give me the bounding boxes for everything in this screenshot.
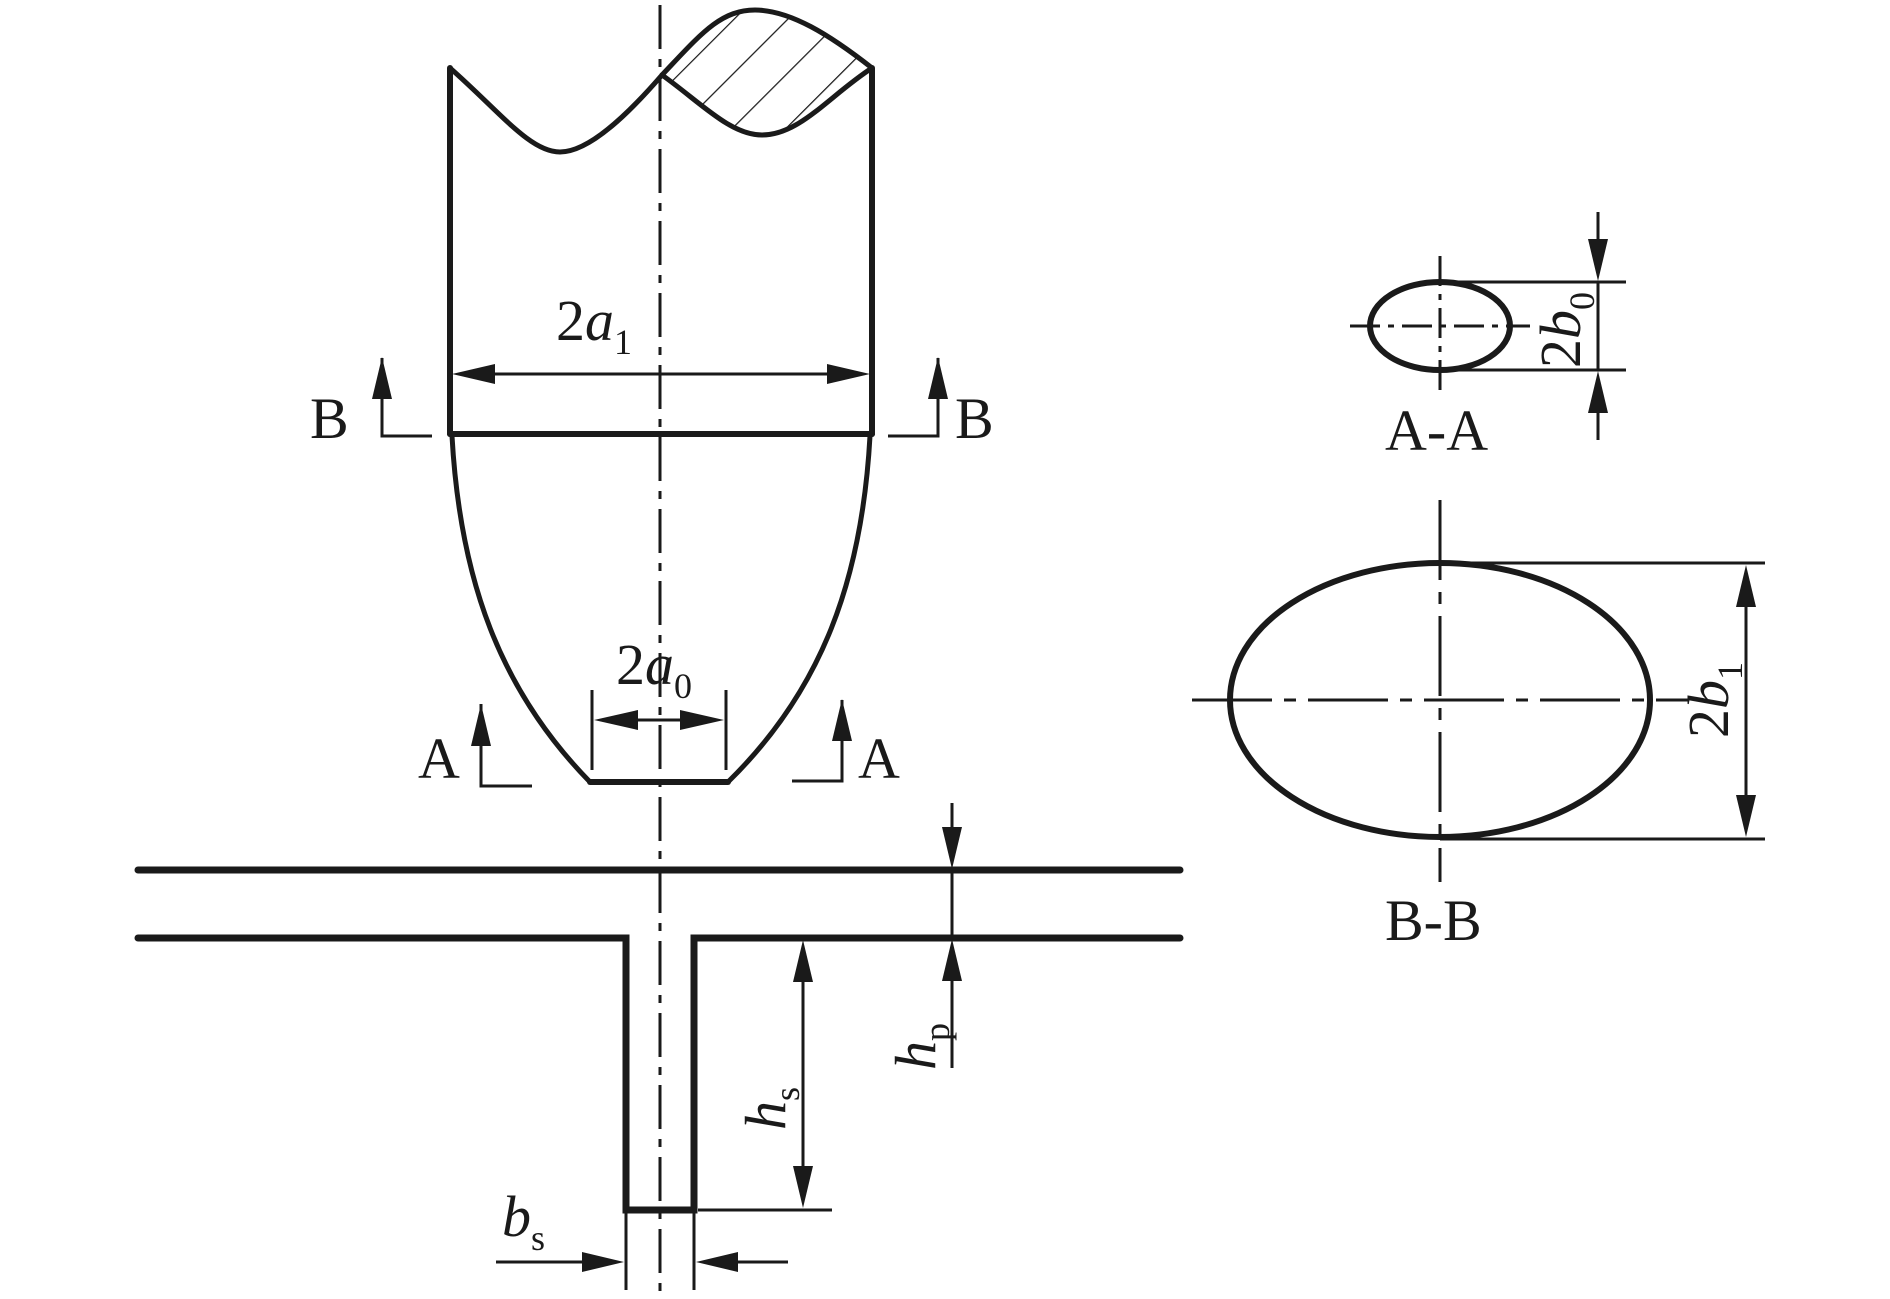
dim-hs-label: hs	[733, 1087, 807, 1130]
dim-bs-label: bs	[502, 1184, 545, 1258]
dim-2a0-label: 2a0	[616, 632, 692, 706]
section-mark-a-right: A	[858, 726, 900, 791]
dim-2b0-arrows	[1588, 239, 1608, 413]
section-mark-a-left: A	[418, 726, 460, 791]
tip-right-curve	[725, 433, 873, 785]
hatched-section	[662, 10, 872, 135]
section-marker-a-right	[792, 699, 852, 783]
view-aa-title: A-A	[1385, 398, 1488, 463]
section-view-bb	[1192, 500, 1765, 882]
view-bb-title: B-B	[1385, 888, 1482, 953]
dim-2b0-label: 2b0	[1528, 292, 1602, 368]
plate-bottom-left-and-slot	[134, 934, 1184, 1214]
dim-bs	[496, 1212, 788, 1290]
plate-and-slot	[134, 866, 1184, 1214]
section-marker-b-left	[372, 357, 432, 438]
dim-2b1-arrows	[1736, 565, 1756, 837]
dim-hp-label: hp	[883, 1023, 957, 1070]
dim-2b1-label: 2b1	[1676, 662, 1750, 738]
dim-2a0	[590, 690, 728, 770]
section-marker-b-right	[888, 357, 948, 438]
section-view-aa	[1350, 212, 1626, 440]
dim-2a1	[452, 364, 870, 384]
section-mark-b-right: B	[955, 386, 994, 451]
dim-hp	[942, 803, 962, 1068]
section-mark-b-left: B	[310, 386, 349, 451]
section-marker-a-left	[471, 704, 532, 788]
tip-left-curve	[449, 433, 593, 785]
break-line-left	[447, 65, 665, 155]
dim-hs	[698, 940, 832, 1212]
dim-2a1-label: 2a1	[556, 288, 632, 362]
